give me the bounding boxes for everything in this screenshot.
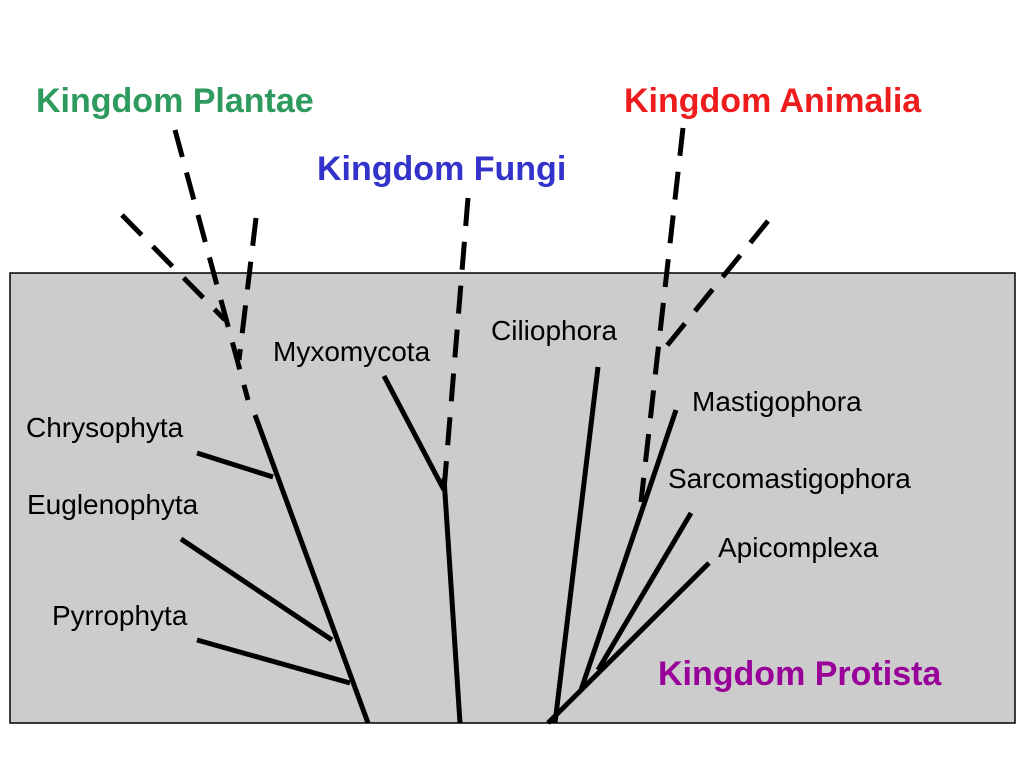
kingdom-animalia-label: Kingdom Animalia (624, 82, 922, 120)
phylum-pyrrophyta-label: Pyrrophyta (52, 600, 188, 631)
kingdom-fungi-label: Kingdom Fungi (317, 150, 566, 188)
animalia-dashed-branch-side (655, 219, 770, 360)
fungi-trunk (441, 477, 463, 724)
apicomplexa-branch (546, 561, 711, 725)
euglenophyta-branch (179, 536, 334, 643)
plantae-trunk (252, 414, 371, 724)
animalia-dashed-branch-main (638, 127, 686, 503)
phylum-sarcomastigophora-label: Sarcomastigophora (668, 463, 911, 494)
sarcomastigophora-branch (595, 511, 694, 672)
plantae-lineage (120, 129, 371, 724)
myxomycota-branch (381, 374, 447, 492)
phylum-euglenophyta-label: Euglenophyta (27, 489, 199, 520)
kingdom-protista-label: Kingdom Protista (658, 655, 942, 693)
pyrrophyta-branch (196, 637, 351, 686)
phylum-apicomplexa-label: Apicomplexa (718, 532, 879, 563)
mastigophora-branch (578, 409, 679, 691)
phylum-myxomycota-label: Myxomycota (273, 336, 431, 367)
plantae-dashed-branch-main (172, 129, 251, 401)
protista-region-box (9, 272, 1016, 724)
phylum-chrysophyta-label: Chrysophyta (26, 412, 184, 443)
chrysophyta-branch (196, 450, 274, 480)
phylum-mastigophora-label: Mastigophora (692, 386, 862, 417)
phylum-ciliophora-label: Ciliophora (491, 315, 617, 346)
ciliophora-branch (552, 366, 601, 724)
kingdom-plantae-label: Kingdom Plantae (36, 82, 314, 120)
animalia-protista-lineage (546, 127, 770, 725)
fungi-lineage (381, 197, 471, 724)
plantae-dashed-branch-left (120, 213, 227, 322)
plantae-dashed-branch-right (236, 217, 259, 361)
fungi-dashed-branch (441, 197, 471, 491)
